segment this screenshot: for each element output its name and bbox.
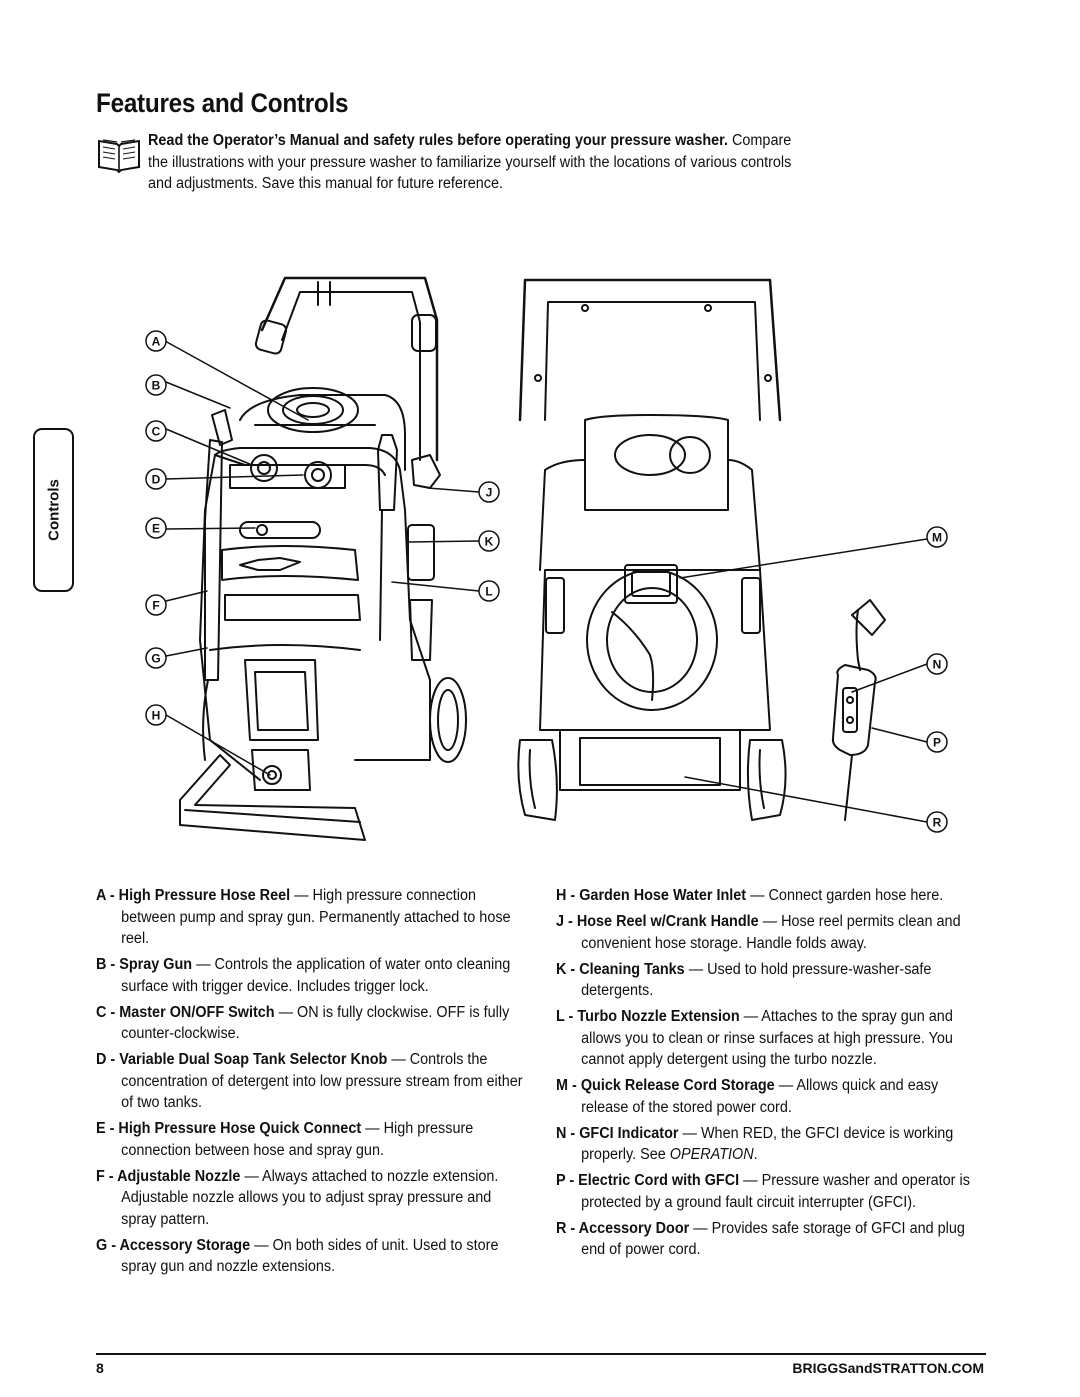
feature-item: R - Accessory Door — Provides safe stora… bbox=[556, 1218, 984, 1261]
feature-item: D - Variable Dual Soap Tank Selector Kno… bbox=[96, 1049, 524, 1114]
callout-label: R bbox=[933, 816, 942, 830]
feature-description: — Pressure washer and operator is protec… bbox=[581, 1172, 970, 1211]
feature-description: — Always attached to nozzle extension. A… bbox=[121, 1167, 499, 1228]
features-list-left: A - High Pressure Hose Reel — High press… bbox=[96, 885, 524, 1282]
feature-term: R - Accessory Door bbox=[556, 1219, 690, 1237]
callout-label: C bbox=[152, 425, 161, 439]
callout-label: F bbox=[152, 599, 159, 613]
feature-term: E - High Pressure Hose Quick Connect bbox=[96, 1120, 362, 1137]
website-url: BRIGGSandSTRATTON.COM bbox=[792, 1360, 984, 1376]
feature-description: — Controls the application of water onto… bbox=[121, 956, 511, 995]
feature-description: — Connect garden hose here. bbox=[746, 887, 944, 904]
feature-item: M - Quick Release Cord Storage — Allows … bbox=[556, 1075, 984, 1118]
callout-label: P bbox=[933, 736, 941, 750]
feature-term: K - Cleaning Tanks bbox=[556, 960, 685, 978]
page-number: 8 bbox=[96, 1360, 104, 1376]
feature-term: D - Variable Dual Soap Tank Selector Kno… bbox=[96, 1051, 388, 1068]
feature-term: P - Electric Cord with GFCI bbox=[556, 1172, 740, 1189]
page-title: Features and Controls bbox=[96, 88, 349, 118]
feature-item: G - Accessory Storage — On both sides of… bbox=[96, 1235, 524, 1278]
feature-description: — When RED, the GFCI device is working p… bbox=[581, 1124, 954, 1164]
callout-label: J bbox=[486, 486, 493, 500]
callout-label: G bbox=[151, 652, 160, 666]
feature-item: A - High Pressure Hose Reel — High press… bbox=[96, 885, 524, 950]
intro-paragraph: Read the Operator’s Manual and safety ru… bbox=[148, 130, 799, 195]
feature-term: N - GFCI Indicator bbox=[556, 1124, 679, 1142]
feature-description: — Hose reel permits clean and convenient… bbox=[581, 913, 961, 952]
gfci-plug-illustration bbox=[831, 599, 886, 821]
pressure-washer-front-illustration bbox=[179, 276, 467, 841]
callout-label: L bbox=[485, 585, 492, 599]
feature-description: — ON is fully clockwise. OFF is fully co… bbox=[121, 1003, 510, 1043]
feature-item: E - High Pressure Hose Quick Connect — H… bbox=[96, 1118, 524, 1161]
feature-description: — Controls the concentration of detergen… bbox=[121, 1051, 523, 1111]
pressure-washer-diagram: A B C D E F G H J K L M N P R bbox=[145, 276, 948, 841]
callout-circles bbox=[145, 330, 948, 833]
feature-description: — Allows quick and easy release of the s… bbox=[581, 1077, 939, 1116]
feature-description: — High pressure connection between pump … bbox=[121, 887, 511, 947]
feature-item: H - Garden Hose Water Inlet — Connect ga… bbox=[556, 885, 984, 907]
feature-description: — Used to hold pressure-washer-safe dete… bbox=[581, 960, 932, 1000]
features-list-right: H - Garden Hose Water Inlet — Connect ga… bbox=[556, 885, 984, 1265]
feature-term: J - Hose Reel w/Crank Handle bbox=[556, 913, 759, 930]
callout-label: M bbox=[932, 531, 942, 545]
feature-term: M - Quick Release Cord Storage bbox=[556, 1077, 775, 1094]
feature-item: K - Cleaning Tanks — Used to hold pressu… bbox=[556, 959, 984, 1002]
feature-term: G - Accessory Storage bbox=[96, 1236, 251, 1254]
feature-description: — High pressure connection between hose … bbox=[121, 1120, 474, 1159]
callout-label: A bbox=[152, 335, 161, 349]
feature-description-end: . bbox=[753, 1146, 758, 1163]
intro-text: Compare the illustrations with your pres… bbox=[148, 132, 792, 192]
footer-divider bbox=[96, 1353, 986, 1355]
callout-leader-lines bbox=[164, 340, 928, 823]
manual-book-icon bbox=[98, 139, 140, 173]
feature-description: — Provides safe storage of GFCI and plug… bbox=[581, 1219, 965, 1259]
section-side-tab: Controls bbox=[33, 428, 74, 592]
callout-label: D bbox=[152, 473, 161, 487]
feature-item: N - GFCI Indicator — When RED, the GFCI … bbox=[556, 1123, 984, 1166]
feature-item: C - Master ON/OFF Switch — ON is fully c… bbox=[96, 1002, 524, 1045]
feature-item: P - Electric Cord with GFCI — Pressure w… bbox=[556, 1170, 984, 1213]
feature-item: J - Hose Reel w/Crank Handle — Hose reel… bbox=[556, 911, 984, 954]
feature-term: B - Spray Gun bbox=[96, 956, 193, 973]
callout-label: E bbox=[152, 522, 160, 536]
callout-label: K bbox=[485, 535, 494, 549]
feature-item: B - Spray Gun — Controls the application… bbox=[96, 954, 524, 997]
feature-description: — Attaches to the spray gun and allows y… bbox=[581, 1008, 953, 1068]
feature-description: — On both sides of unit. Used to store s… bbox=[121, 1236, 499, 1276]
feature-item: L - Turbo Nozzle Extension — Attaches to… bbox=[556, 1006, 984, 1071]
feature-item: F - Adjustable Nozzle — Always attached … bbox=[96, 1166, 524, 1231]
pressure-washer-rear-illustration bbox=[517, 278, 787, 821]
feature-term: L - Turbo Nozzle Extension bbox=[556, 1008, 740, 1025]
feature-term: H - Garden Hose Water Inlet bbox=[556, 887, 747, 904]
intro-warning: Read the Operator’s Manual and safety ru… bbox=[148, 132, 728, 149]
feature-term: C - Master ON/OFF Switch bbox=[96, 1003, 275, 1021]
callout-label: H bbox=[152, 709, 161, 723]
feature-term: A - High Pressure Hose Reel bbox=[96, 887, 291, 904]
callout-label: B bbox=[152, 379, 161, 393]
feature-cross-reference: OPERATION bbox=[669, 1146, 754, 1163]
callout-label: N bbox=[933, 658, 942, 672]
feature-term: F - Adjustable Nozzle bbox=[96, 1167, 241, 1185]
